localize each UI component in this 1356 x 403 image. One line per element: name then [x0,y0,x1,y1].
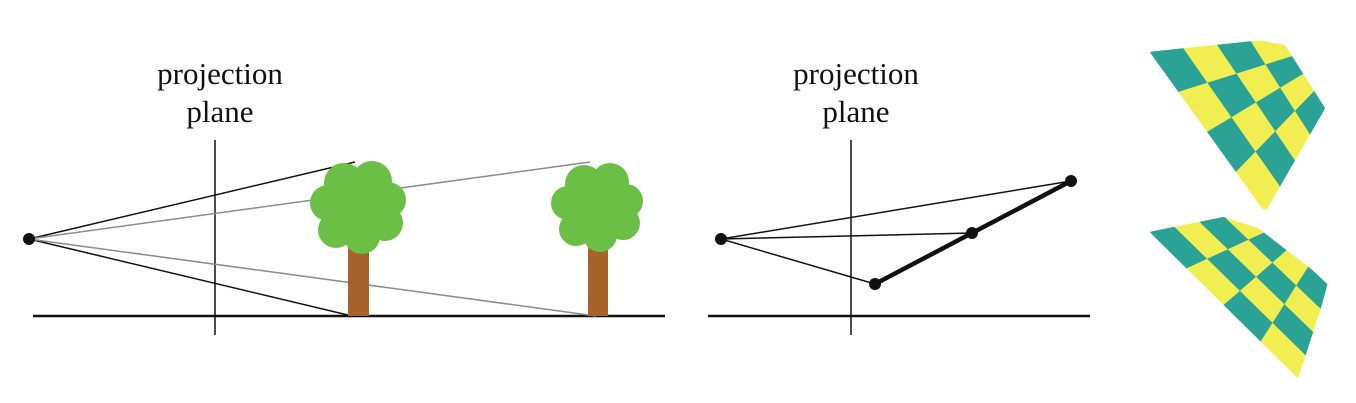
tree-foliage [310,161,406,254]
label-line-1: projection [793,56,919,91]
ray-near-bottom [28,238,353,317]
texture-bottom-panel [1150,212,1328,378]
eye-point [23,233,35,245]
ray-near-top [28,161,356,240]
projection-plane-label-left: projection plane [140,55,300,131]
label-line-2: plane [822,94,890,129]
tree-trunk [348,238,369,316]
ray-far-bottom [28,238,597,317]
texture-tile [1294,90,1325,135]
texture-top-panel [1150,37,1325,212]
eye-point [715,233,727,245]
middle-panel [708,140,1090,335]
label-line-1: projection [157,56,283,91]
ray-to-near-point [720,238,876,285]
tree-far [551,163,643,316]
segment-near-point [869,278,881,290]
segment-mid-point [966,227,978,239]
tree-near [310,161,406,316]
segment-far-point [1065,175,1077,187]
left-panel [23,140,665,335]
texture-bottom [1150,212,1328,378]
texture-tile [1296,266,1328,309]
texture-top [1150,37,1325,212]
ray-to-far-point [720,180,1072,240]
ray-to-mid-point [720,232,973,240]
projection-plane-label-middle: projection plane [776,55,936,131]
tree-foliage [551,163,643,252]
ray-far-top [28,161,591,240]
tree-trunk [588,238,608,316]
label-line-2: plane [186,94,254,129]
